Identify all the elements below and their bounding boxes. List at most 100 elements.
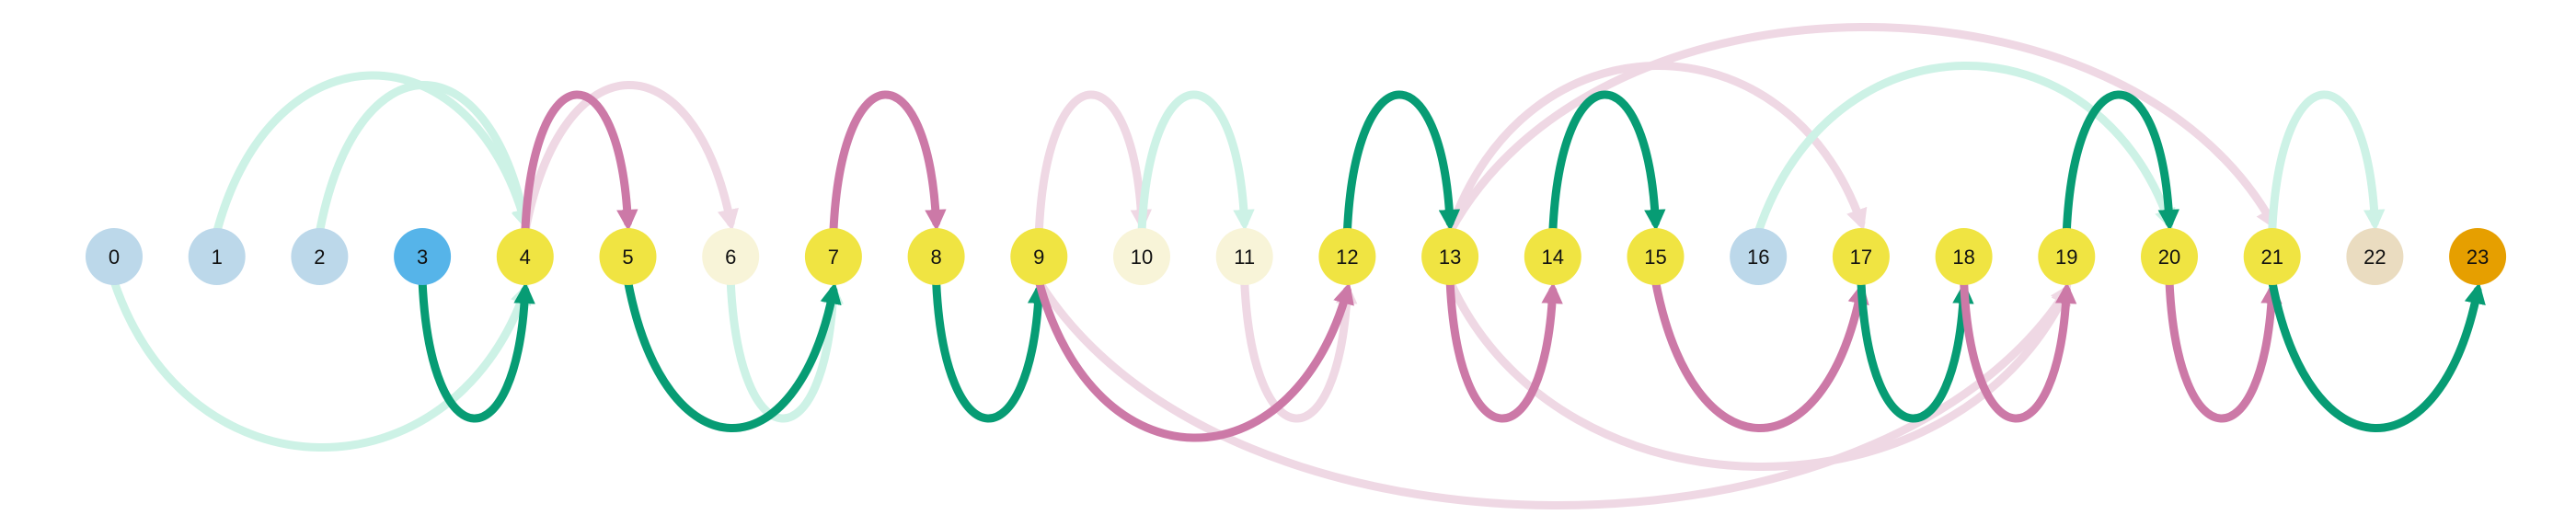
node-11-label: 11	[1234, 246, 1255, 269]
node-9-label: 9	[1033, 246, 1044, 269]
node-17: 17	[1832, 228, 1890, 285]
edge-0-to-4	[109, 277, 532, 452]
node-3-label: 3	[417, 246, 428, 269]
edges-faint-layer	[109, 23, 2386, 509]
node-15-circle	[1627, 228, 1685, 285]
edge-9-to-10	[1034, 90, 1153, 236]
node-21-label: 21	[2260, 246, 2283, 269]
edge-12-to-13	[1342, 90, 1461, 236]
edge-18-to-19	[1960, 277, 2077, 423]
edge-13-to-19	[1445, 277, 2071, 471]
node-6: 6	[702, 228, 760, 285]
node-22: 22	[2346, 228, 2404, 285]
node-14: 14	[1524, 228, 1581, 285]
node-4-label: 4	[520, 246, 531, 269]
node-19-label: 19	[2055, 246, 2077, 269]
node-15-label: 15	[1644, 246, 1666, 269]
edge-6-to-7	[726, 277, 844, 423]
edge-13-to-21	[1445, 23, 2277, 236]
node-13-circle	[1421, 228, 1479, 285]
node-4: 4	[496, 228, 554, 285]
edge-21-to-23	[2268, 277, 2486, 432]
node-5-label: 5	[622, 246, 633, 269]
node-23-circle	[2449, 228, 2507, 285]
edge-17-to-18	[1857, 277, 1974, 423]
edge-14-to-15	[1548, 90, 1666, 236]
node-8-circle	[907, 228, 965, 285]
node-4-circle	[496, 228, 554, 285]
node-12-circle	[1318, 228, 1376, 285]
node-12: 12	[1318, 228, 1376, 285]
node-10-label: 10	[1131, 246, 1153, 269]
node-2-label: 2	[314, 246, 325, 269]
node-17-label: 17	[1850, 246, 1872, 269]
node-14-label: 14	[1542, 246, 1564, 269]
node-6-circle	[702, 228, 760, 285]
node-20-circle	[2141, 228, 2198, 285]
node-22-circle	[2346, 228, 2404, 285]
node-20: 20	[2141, 228, 2198, 285]
edge-7-to-8	[829, 90, 947, 236]
node-1-label: 1	[212, 246, 223, 269]
node-19-circle	[2038, 228, 2096, 285]
node-3: 3	[394, 228, 452, 285]
node-13: 13	[1421, 228, 1479, 285]
node-20-label: 20	[2158, 246, 2180, 269]
edge-20-to-21	[2165, 277, 2283, 423]
edge-4-to-6	[521, 81, 739, 236]
node-5-circle	[599, 228, 657, 285]
node-19: 19	[2038, 228, 2096, 285]
node-9: 9	[1010, 228, 1068, 285]
node-11: 11	[1215, 228, 1273, 285]
node-7-circle	[804, 228, 862, 285]
node-14-circle	[1524, 228, 1581, 285]
node-2-circle	[291, 228, 349, 285]
edge-9-to-19	[1034, 277, 2072, 509]
node-17-circle	[1832, 228, 1890, 285]
edge-2-to-4	[315, 81, 534, 236]
edge-10-to-11	[1137, 90, 1255, 236]
node-18-circle	[1935, 228, 1993, 285]
node-1-circle	[188, 228, 246, 285]
node-16-label: 16	[1747, 246, 1769, 269]
node-9-circle	[1010, 228, 1068, 285]
node-10: 10	[1113, 228, 1170, 285]
node-8-label: 8	[930, 246, 941, 269]
node-0-circle	[86, 228, 143, 285]
node-10-circle	[1113, 228, 1170, 285]
node-5: 5	[599, 228, 657, 285]
node-2: 2	[291, 228, 349, 285]
node-22-label: 22	[2363, 246, 2386, 269]
edge-9-to-12	[1034, 277, 1354, 442]
edge-5-to-7	[624, 277, 842, 432]
node-3-circle	[394, 228, 452, 285]
edges-strong-layer	[418, 90, 2486, 442]
node-13-label: 13	[1439, 246, 1461, 269]
node-7-label: 7	[828, 246, 839, 269]
edge-21-to-22	[2268, 90, 2386, 236]
node-21-circle	[2243, 228, 2301, 285]
node-11-circle	[1215, 228, 1273, 285]
node-21: 21	[2243, 228, 2301, 285]
edge-19-to-20	[2062, 90, 2180, 236]
node-23: 23	[2449, 228, 2507, 285]
node-1: 1	[188, 228, 246, 285]
node-12-label: 12	[1336, 246, 1358, 269]
edge-15-to-17	[1651, 277, 1869, 432]
edge-4-to-5	[521, 90, 638, 236]
edge-1-to-4	[213, 71, 533, 236]
node-23-label: 23	[2467, 246, 2489, 269]
edge-13-to-14	[1445, 277, 1563, 423]
node-0: 0	[86, 228, 143, 285]
node-18-label: 18	[1952, 246, 1974, 269]
edge-16-to-20	[1754, 62, 2176, 236]
edge-8-to-9	[932, 277, 1050, 423]
edge-11-to-12	[1240, 277, 1358, 423]
node-7: 7	[804, 228, 862, 285]
node-0-label: 0	[109, 246, 120, 269]
node-15: 15	[1627, 228, 1685, 285]
node-6-label: 6	[725, 246, 736, 269]
node-18: 18	[1935, 228, 1993, 285]
